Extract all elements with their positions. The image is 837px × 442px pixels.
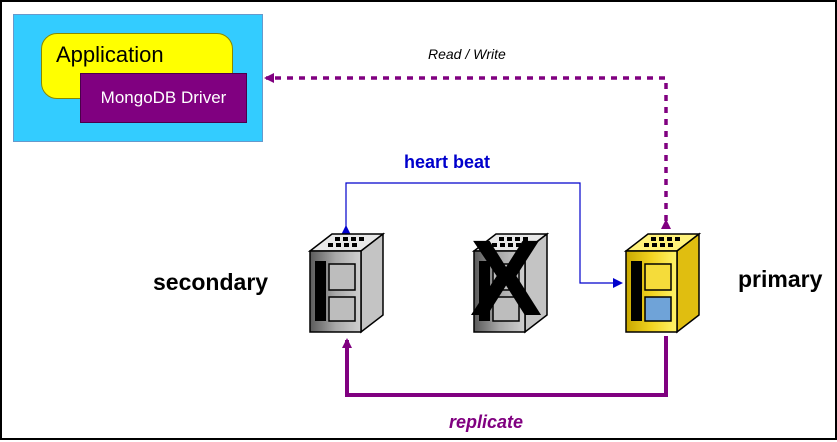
failed-server-icon [471,232,550,334]
application-title: Application [56,42,164,67]
heart-beat-connector [341,182,623,288]
mongodb-driver-box: MongoDB Driver [80,73,247,123]
secondary-server-icon [307,232,386,334]
replicate-connector [342,336,668,397]
failed-x-mark: X [470,217,543,338]
primary-label: primary [738,266,823,292]
heart-beat-label: heart beat [404,152,491,172]
read-write-label: Read / Write [428,46,506,62]
secondary-label: secondary [153,269,269,295]
primary-server-icon [623,232,702,334]
application-box: Application MongoDB Driver [13,14,263,142]
read-write-connector [264,73,671,229]
mongodb-driver-label: MongoDB Driver [100,88,227,107]
replicate-label: replicate [449,412,524,432]
